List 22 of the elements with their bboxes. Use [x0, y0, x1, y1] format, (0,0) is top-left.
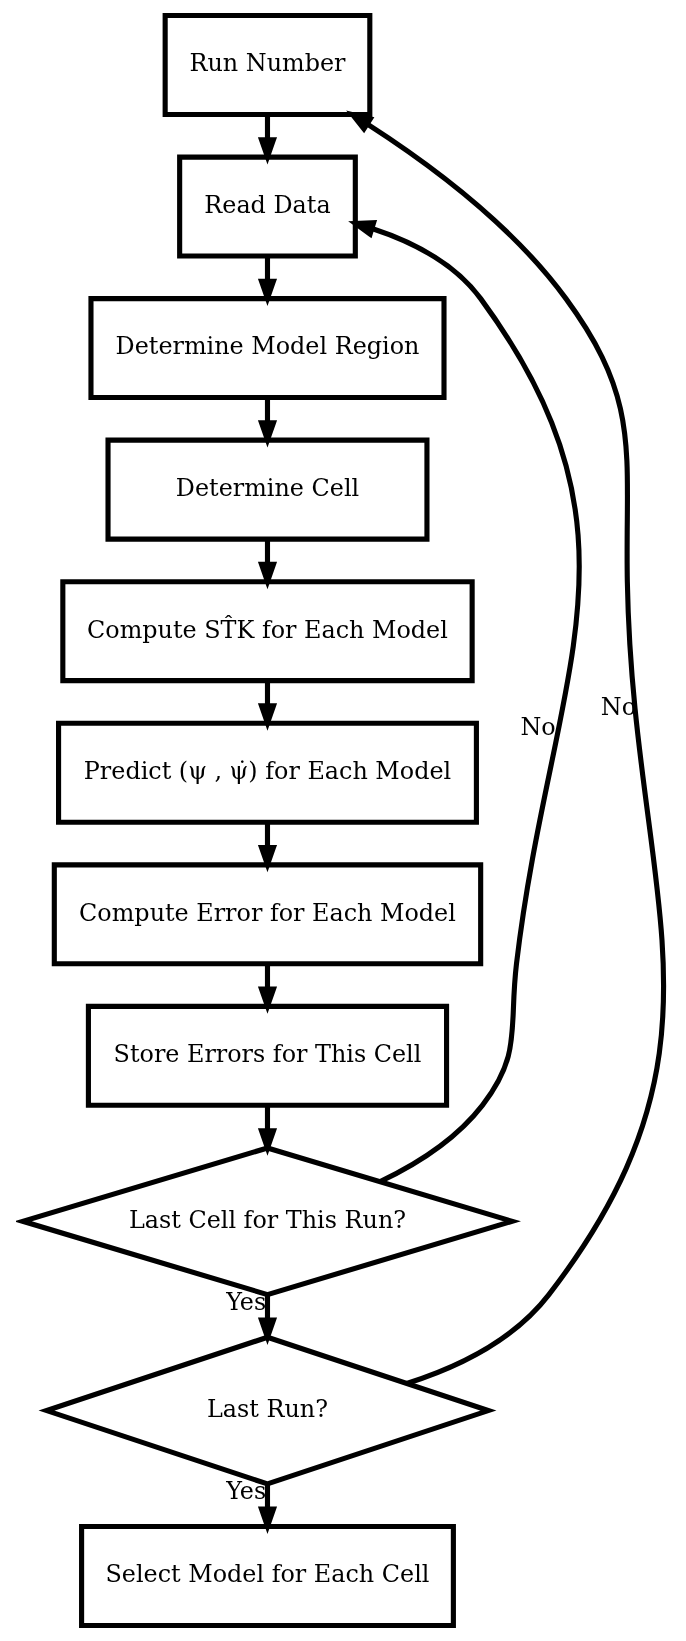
arrow [257, 1484, 277, 1534]
arrow [345, 110, 666, 1386]
node-box: Predict (ψ , ψ̇) for Each Model [55, 720, 479, 825]
arrow [257, 539, 277, 590]
node-box: Determine Model Region [87, 296, 447, 401]
arrow [257, 1294, 277, 1345]
arrow [257, 681, 277, 731]
node-box: Run Number [162, 12, 372, 117]
arrow [257, 964, 277, 1014]
arrow [257, 398, 277, 448]
node-box: Compute Error for Each Model [51, 862, 483, 967]
node-box: Read Data [176, 154, 358, 259]
arrow [347, 220, 582, 1184]
arrow [257, 822, 277, 873]
node-box: Store Errors for This Cell [85, 1003, 449, 1108]
node-box: Compute ST̂K for Each Model [59, 579, 475, 684]
edge-label: No [519, 713, 556, 742]
arrow [257, 256, 277, 307]
arrow [257, 115, 277, 165]
arrow [257, 1105, 277, 1156]
node-box: Select Model for Each Cell [78, 1524, 456, 1629]
node-box: Determine Cell [104, 437, 429, 542]
